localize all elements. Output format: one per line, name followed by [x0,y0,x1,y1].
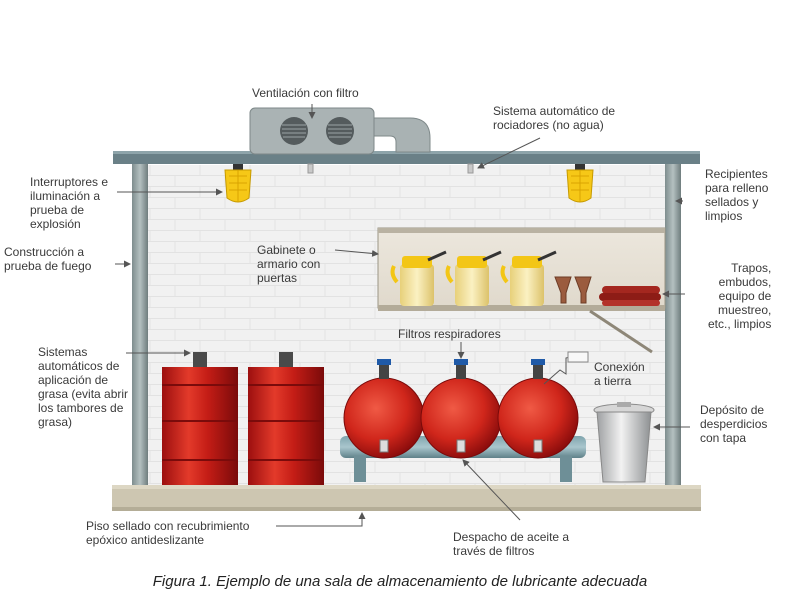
label-sprinklers: Sistema automático de rociadores (no agu… [493,104,616,132]
waste-bin [593,402,655,483]
sprinkler-heads [307,163,474,174]
label-construction: Construcción a prueba de fuego [4,245,92,273]
label-ventilation: Ventilación con filtro [252,86,359,100]
left-post [132,164,148,488]
label-containers: Recipientes para relleno sellados y limp… [705,167,769,223]
oil-jugs [390,250,557,306]
label-breathers: Filtros respiradores [398,327,501,341]
label-dispatch: Despacho de aceite a través de filtros [453,530,570,558]
rags-stack [599,286,661,306]
label-rags: Trapos, embudos, equipo de muestreo, etc… [708,261,772,331]
label-waste: Depósito de desperdicios con tapa [700,403,768,445]
label-grease: Sistemas automáticos de aplicación de gr… [38,345,129,429]
explosion-proof-lamp-left [224,164,252,203]
floor-slab [112,485,701,511]
label-ground: Conexión a tierra [594,360,645,388]
funnels [554,276,592,304]
grease-drums [162,352,324,485]
right-post [665,164,681,488]
ventilation-unit [249,107,431,155]
figure-caption: Figura 1. Ejemplo de una sala de almacen… [152,573,648,590]
explosion-proof-lamp-right [566,164,594,203]
oil-barrels [343,351,589,459]
leader-lines [115,104,690,527]
label-switches: Interruptores e iluminación a prueba de … [30,175,109,231]
label-cabinet: Gabinete o armario con puertas [257,243,321,285]
label-floor: Piso sellado con recubrimiento epóxico a… [86,519,250,547]
